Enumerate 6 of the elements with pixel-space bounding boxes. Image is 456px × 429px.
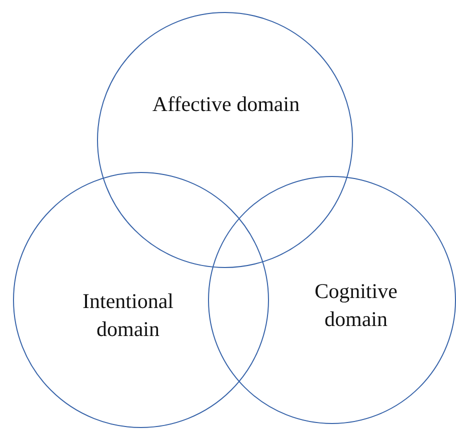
domain-label: Affective domain: [151, 91, 301, 118]
domain-circle: [97, 12, 353, 268]
domain-label: Cognitive domain: [314, 278, 398, 333]
domain-circle: [13, 172, 269, 428]
domain-label: Intentional domain: [82, 288, 174, 343]
domain-circle: [208, 176, 456, 424]
